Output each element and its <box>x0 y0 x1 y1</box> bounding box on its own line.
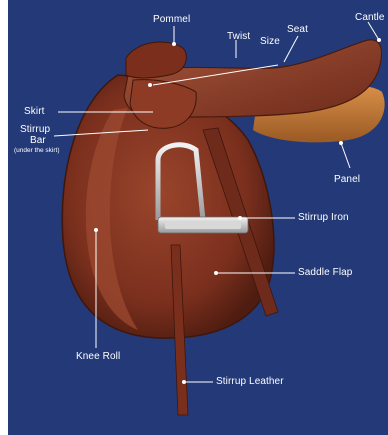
label-stirrup-bar-line2: Bar <box>30 135 46 146</box>
label-knee-roll: Knee Roll <box>76 351 120 362</box>
label-saddle-flap: Saddle Flap <box>298 267 352 278</box>
label-stirrup-bar-line1: Stirrup <box>20 124 50 135</box>
stirrup-iron-pad <box>165 221 241 229</box>
label-stirrup-leather: Stirrup Leather <box>216 376 284 387</box>
label-stirrup-bar-note: (under the skirt) <box>14 147 60 154</box>
label-stirrup-iron: Stirrup Iron <box>298 212 349 223</box>
label-pommel: Pommel <box>153 14 190 25</box>
saddle-diagram: Pommel Cantle Twist Size Seat Skirt Stir… <box>8 0 388 435</box>
label-cantle: Cantle <box>355 12 385 23</box>
left-margin <box>0 0 8 435</box>
label-skirt: Skirt <box>24 106 45 117</box>
label-panel: Panel <box>334 174 360 185</box>
label-size: Size <box>260 36 280 47</box>
label-twist: Twist <box>227 31 250 42</box>
label-seat: Seat <box>287 24 308 35</box>
pommel-shape <box>126 42 186 78</box>
